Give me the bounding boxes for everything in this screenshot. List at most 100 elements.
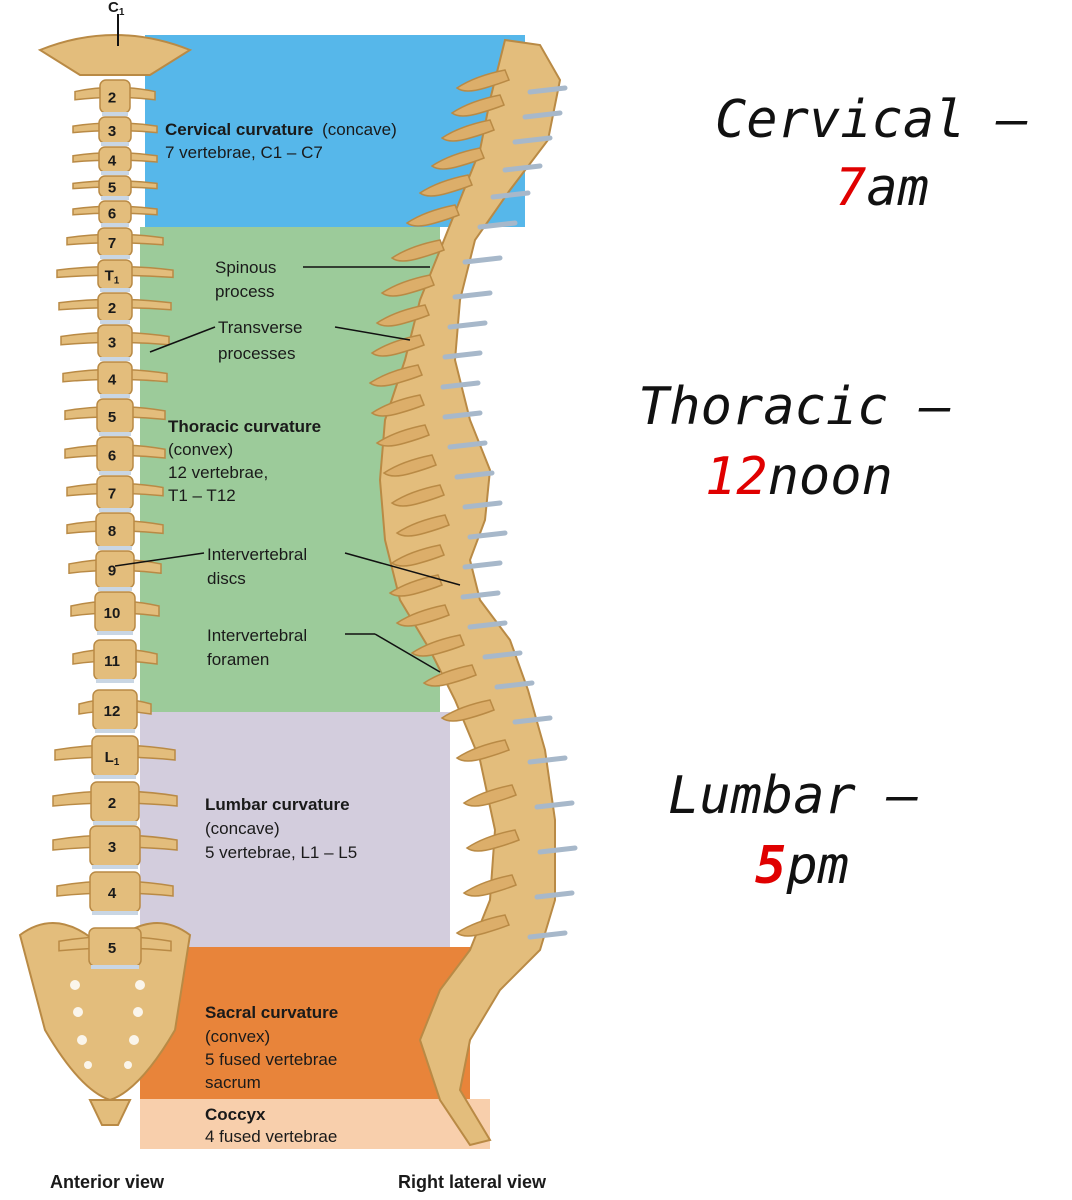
lateral-disc bbox=[512, 135, 553, 145]
lateral-disc bbox=[454, 470, 495, 480]
lateral-disc bbox=[527, 755, 568, 765]
thoracic-region-line: 12 vertebrae, bbox=[168, 463, 268, 482]
lateral-process bbox=[440, 119, 495, 142]
spinous-process-callout: Spinous process bbox=[215, 258, 430, 301]
vertebra-label: 10 bbox=[104, 605, 121, 622]
mnemonic-thoracic-count: 12 bbox=[705, 447, 768, 507]
intervertebral-disc bbox=[101, 142, 129, 146]
lateral-process bbox=[382, 454, 437, 477]
lumbar-region-line: 5 vertebrae, L1 – L5 bbox=[205, 843, 357, 862]
vertebra-label: 7 bbox=[108, 235, 116, 252]
lateral-disc bbox=[442, 410, 483, 420]
sacral-region-line: (convex) bbox=[205, 1027, 270, 1046]
lumbar-region-band bbox=[140, 712, 450, 947]
lateral-disc bbox=[462, 255, 503, 265]
mnemonic-thoracic-suffix: noon bbox=[767, 447, 893, 507]
lateral-disc bbox=[512, 715, 553, 725]
lateral-process bbox=[368, 364, 423, 387]
intervertebral-disc bbox=[98, 546, 132, 550]
lumbar-region-title: Lumbar curvature bbox=[205, 795, 350, 814]
vertebra-label: 4 bbox=[108, 153, 117, 170]
lateral-disc bbox=[494, 680, 535, 690]
vertebra-label: 5 bbox=[108, 180, 116, 197]
cervical-region-detail: 7 vertebrae, C1 – C7 bbox=[165, 143, 323, 162]
intervertebral-disc bbox=[100, 357, 130, 361]
lateral-process bbox=[465, 829, 520, 852]
svg-text:process: process bbox=[215, 282, 275, 301]
intervertebral-disc bbox=[96, 679, 134, 683]
lateral-process bbox=[410, 634, 465, 657]
lateral-disc bbox=[467, 620, 508, 630]
intervertebral-disc bbox=[101, 196, 129, 200]
lateral-disc bbox=[440, 380, 481, 390]
intervertebral-disc bbox=[101, 171, 129, 175]
lateral-disc bbox=[490, 190, 531, 200]
mnemonic-lumbar-name: Lumbar – bbox=[668, 766, 919, 826]
svg-text:Intervertebral: Intervertebral bbox=[207, 626, 307, 645]
intervertebral-disc bbox=[99, 432, 131, 436]
lateral-process bbox=[375, 424, 430, 447]
vertebra-label: 2 bbox=[108, 90, 116, 107]
lateral-disc bbox=[447, 320, 488, 330]
intervertebral-disc bbox=[91, 965, 139, 969]
lateral-process bbox=[395, 604, 450, 627]
lateral-process bbox=[380, 274, 435, 297]
coccyx-region-title: Coccyx bbox=[205, 1105, 266, 1124]
vertebral-body bbox=[91, 735, 139, 777]
lateral-process bbox=[455, 914, 510, 937]
lateral-disc bbox=[482, 650, 523, 660]
coccyx-region-line: 4 fused vertebrae bbox=[205, 1127, 337, 1146]
intervertebral-disc bbox=[100, 255, 130, 259]
intervertebral-disc bbox=[94, 775, 136, 779]
lateral-disc bbox=[477, 220, 518, 230]
mnemonic-cervical-count: 7 bbox=[835, 158, 867, 218]
anterior-view-caption: Anterior view bbox=[50, 1172, 165, 1192]
lateral-disc bbox=[452, 290, 493, 300]
lateral-disc bbox=[534, 800, 575, 810]
svg-text:foramen: foramen bbox=[207, 650, 269, 669]
intervertebral-disc bbox=[98, 587, 132, 591]
lateral-process bbox=[405, 204, 460, 227]
mnemonic-lumbar: Lumbar – bbox=[668, 766, 918, 826]
lateral-process bbox=[450, 94, 505, 117]
lateral-disc bbox=[527, 85, 568, 95]
intervertebral-disc bbox=[101, 223, 129, 227]
intervertebral-disc bbox=[95, 729, 135, 733]
lateral-process bbox=[375, 304, 430, 327]
lateral-process bbox=[370, 394, 425, 417]
vertebra-label: 5 bbox=[108, 409, 116, 426]
intervertebral-disc bbox=[99, 508, 131, 512]
vertebra-label: 5 bbox=[108, 940, 116, 957]
lateral-disc bbox=[462, 500, 503, 510]
intervertebral-disc bbox=[100, 394, 130, 398]
mnemonic-lumbar-suffix: pm bbox=[786, 836, 849, 896]
mnemonic-thoracic-time: 12noon bbox=[705, 447, 893, 507]
sacral-region-band bbox=[140, 947, 470, 1099]
vertebra-label: 9 bbox=[108, 563, 116, 580]
coccyx-region-band bbox=[140, 1099, 490, 1149]
svg-text:Intervertebral: Intervertebral bbox=[207, 545, 307, 564]
lateral-view-caption: Right lateral view bbox=[398, 1172, 547, 1192]
vertebra-label: 2 bbox=[108, 795, 116, 812]
lateral-disc bbox=[502, 163, 543, 173]
intervertebral-discs-callout: Intervertebral discs bbox=[114, 545, 461, 588]
svg-text:discs: discs bbox=[207, 569, 246, 588]
lateral-process bbox=[395, 514, 450, 537]
lateral-disc bbox=[442, 350, 483, 360]
vertebra-label: 4 bbox=[108, 372, 117, 389]
vertebra-label: 12 bbox=[104, 703, 121, 720]
intervertebral-disc bbox=[100, 288, 130, 292]
mnemonic-cervical: Cervical – bbox=[715, 90, 1028, 150]
lateral-process bbox=[462, 874, 517, 897]
c1-top-label: C1 bbox=[108, 0, 125, 18]
sacral-region-line: sacrum bbox=[205, 1073, 261, 1092]
lateral-disc bbox=[527, 930, 568, 940]
sacral-region-title: Sacral curvature bbox=[205, 1003, 338, 1022]
lateral-process bbox=[455, 739, 510, 762]
mnemonic-lumbar-count: 5 bbox=[755, 836, 787, 896]
vertebra-label: 3 bbox=[108, 335, 116, 352]
lateral-process bbox=[422, 664, 477, 687]
lumbar-region-line: (concave) bbox=[205, 819, 280, 838]
mnemonic-cervical-suffix: am bbox=[866, 158, 929, 218]
